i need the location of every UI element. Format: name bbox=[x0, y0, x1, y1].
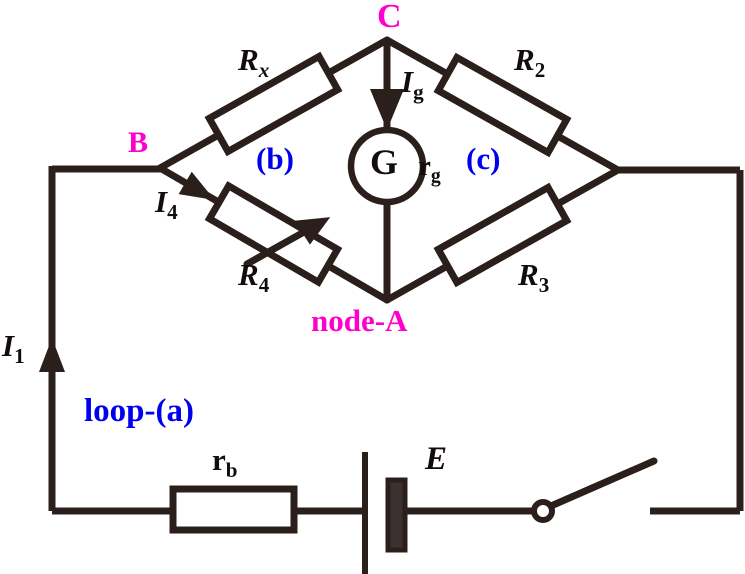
component-label-r2: R2 bbox=[514, 44, 545, 81]
component-label-r2-main: R bbox=[514, 42, 535, 77]
current-label-i1-sub: 1 bbox=[14, 344, 25, 369]
current-label-i4-main: I bbox=[155, 184, 168, 219]
component-label-r3: R3 bbox=[518, 259, 549, 296]
component-label-r4-sub: 4 bbox=[258, 273, 270, 298]
component-label-rx-sub: x bbox=[258, 58, 270, 83]
component-label-rg: rg bbox=[418, 152, 441, 187]
current-arrow-i4-icon bbox=[178, 171, 215, 201]
resistor-r4 bbox=[204, 181, 343, 287]
component-label-r2-sub: 2 bbox=[534, 58, 546, 83]
component-label-rx: Rx bbox=[238, 44, 269, 81]
component-label-r4-main: R bbox=[238, 257, 259, 292]
loop-label-c: (c) bbox=[466, 141, 501, 176]
resistor-rx bbox=[204, 51, 343, 157]
current-label-ig: Ig bbox=[401, 66, 424, 103]
resistor-r3 bbox=[433, 182, 572, 288]
component-label-r3-main: R bbox=[518, 257, 539, 292]
switch-symbol[interactable] bbox=[531, 457, 658, 523]
current-label-i1: I1 bbox=[2, 330, 25, 367]
component-label-rx-main: R bbox=[238, 42, 259, 77]
node-label-b: B bbox=[128, 126, 149, 159]
component-label-rb-main: r bbox=[212, 442, 226, 477]
resistor-r2 bbox=[433, 52, 572, 158]
variable-resistor-arrow-icon bbox=[243, 217, 331, 268]
component-label-rg-sub: g bbox=[430, 164, 441, 187]
component-label-e: E bbox=[425, 441, 448, 477]
component-label-r3-sub: 3 bbox=[538, 273, 550, 298]
component-label-rb-sub: b bbox=[225, 458, 238, 483]
current-label-ig-sub: g bbox=[413, 80, 424, 105]
current-arrow-ig-icon bbox=[370, 89, 404, 130]
component-label-rg-main: r bbox=[418, 150, 431, 182]
resistor-rb bbox=[169, 485, 298, 534]
node-label-a: node-A bbox=[311, 303, 408, 338]
current-label-i1-main: I bbox=[2, 328, 15, 363]
component-label-rb: rb bbox=[212, 444, 238, 481]
node-label-c: C bbox=[377, 0, 402, 35]
component-label-r4: R4 bbox=[238, 259, 269, 296]
current-label-ig-main: I bbox=[401, 64, 414, 99]
battery-symbol bbox=[362, 452, 408, 574]
current-label-i4-sub: 4 bbox=[167, 200, 178, 225]
loop-label-b: (b) bbox=[256, 141, 294, 176]
loop-label-a: loop-(a) bbox=[84, 393, 194, 429]
current-label-i4: I4 bbox=[155, 186, 178, 223]
component-label-g: G bbox=[370, 142, 399, 182]
current-arrow-i1-icon bbox=[39, 338, 65, 372]
